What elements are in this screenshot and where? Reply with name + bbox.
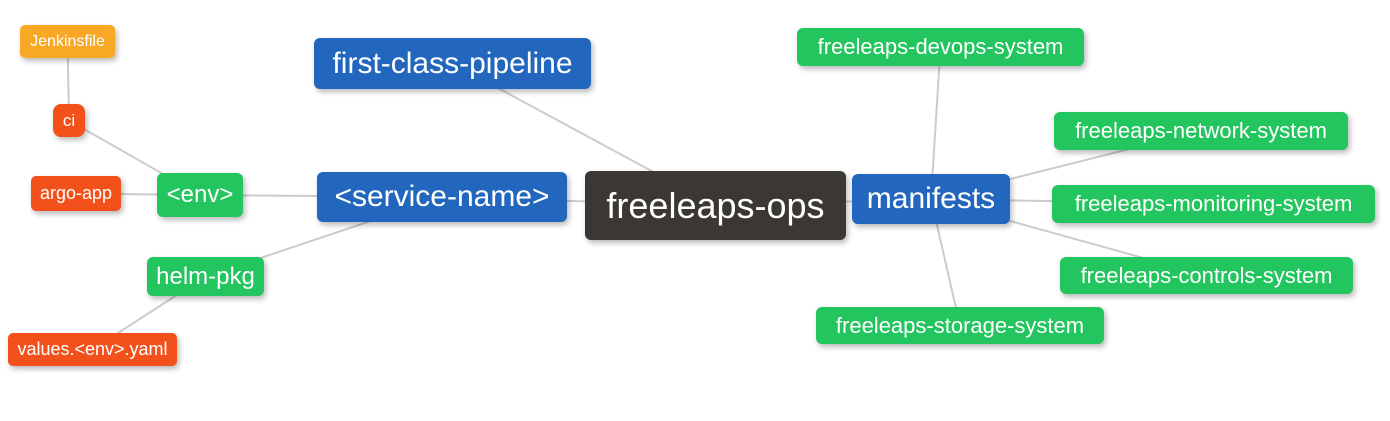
node-argo-app[interactable]: argo-app — [31, 176, 121, 211]
node-values-env-yaml[interactable]: values.<env>.yaml — [8, 333, 177, 366]
node-first-class-pipeline[interactable]: first-class-pipeline — [314, 38, 591, 89]
node-controls-system[interactable]: freeleaps-controls-system — [1060, 257, 1353, 294]
node-jenkinsfile[interactable]: Jenkinsfile — [20, 25, 115, 58]
edge-manifests-devops — [930, 46, 942, 200]
node-service-name[interactable]: <service-name> — [317, 172, 567, 222]
node-devops-system[interactable]: freeleaps-devops-system — [797, 28, 1084, 66]
node-freeleaps-ops[interactable]: freeleaps-ops — [585, 171, 846, 240]
node-helm-pkg[interactable]: helm-pkg — [147, 257, 264, 296]
node-network-system[interactable]: freeleaps-network-system — [1054, 112, 1348, 150]
node-ci[interactable]: ci — [53, 104, 85, 137]
node-storage-system[interactable]: freeleaps-storage-system — [816, 307, 1104, 344]
node-manifests[interactable]: manifests — [852, 174, 1010, 224]
node-monitoring-system[interactable]: freeleaps-monitoring-system — [1052, 185, 1375, 223]
node-env[interactable]: <env> — [157, 173, 243, 217]
